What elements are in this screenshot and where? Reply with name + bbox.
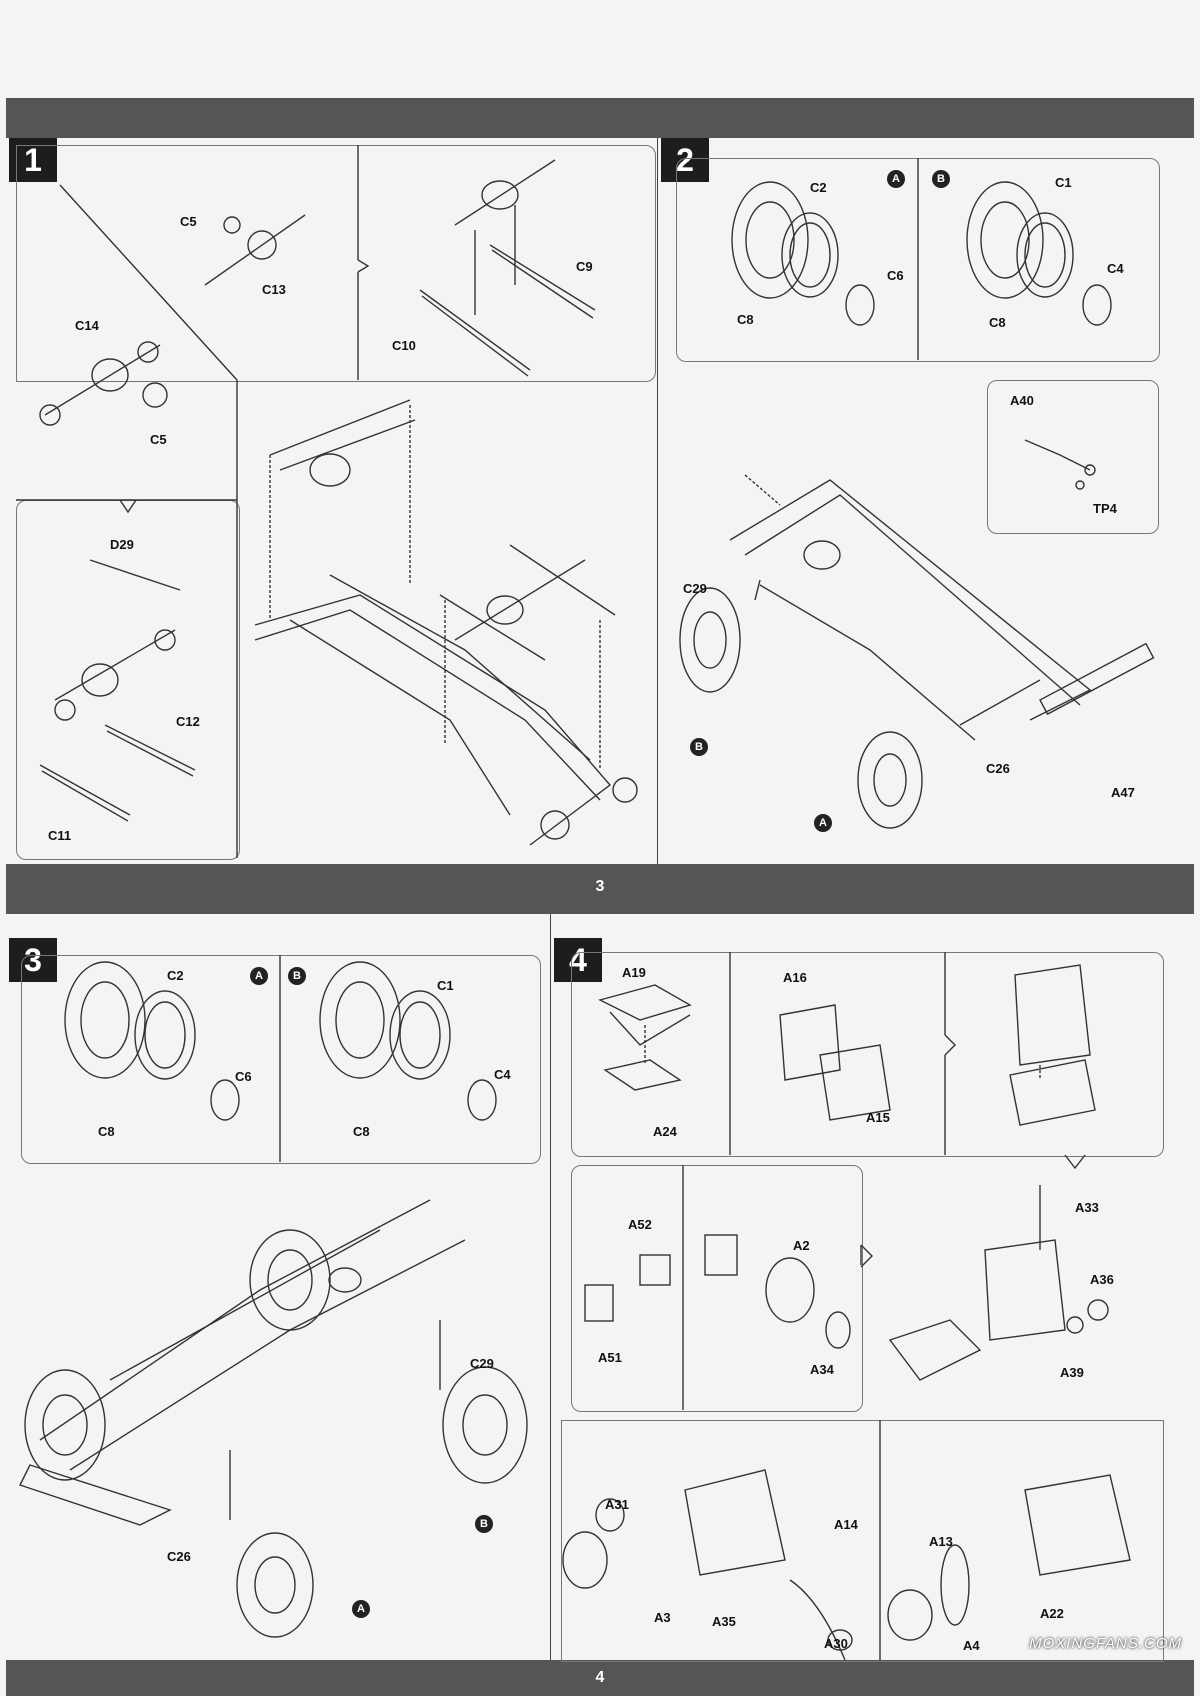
page-number-4: 4: [595, 1669, 605, 1686]
step1-top-panel: [16, 145, 656, 382]
label-step3-c8-b: C8: [353, 1124, 370, 1139]
label-a36: A36: [1090, 1272, 1114, 1287]
marker-a-step2-panel: A: [887, 170, 905, 188]
watermark: MOXINGFANS.COM: [1029, 1635, 1182, 1652]
label-c11: C11: [48, 828, 72, 843]
marker-a-step3-wheel: A: [352, 1600, 370, 1618]
label-step2-c29: C29: [683, 581, 707, 596]
label-c10: C10: [392, 338, 416, 353]
label-d29: D29: [110, 537, 134, 552]
label-a39: A39: [1060, 1365, 1084, 1380]
marker-b-step2-wheel: B: [690, 738, 708, 756]
marker-a-step2-wheel: A: [814, 814, 832, 832]
label-a4: A4: [963, 1638, 980, 1653]
label-step3-c8-a: C8: [98, 1124, 115, 1139]
label-step3-c4: C4: [494, 1067, 511, 1082]
label-a47: A47: [1111, 785, 1135, 800]
marker-b-step3-wheel: B: [475, 1515, 493, 1533]
label-a3: A3: [654, 1610, 671, 1625]
label-a15: A15: [866, 1110, 890, 1125]
label-c14: C14: [75, 318, 99, 333]
marker-b-step2-panel: B: [932, 170, 950, 188]
label-step2-c8-b: C8: [989, 315, 1006, 330]
bottom-page-band: 4: [6, 1660, 1194, 1696]
label-step2-c8-a: C8: [737, 312, 754, 327]
label-c9: C9: [576, 259, 593, 274]
label-step2-c2: C2: [810, 180, 827, 195]
label-a34: A34: [810, 1362, 834, 1377]
marker-b-step3-panel: B: [288, 967, 306, 985]
middle-page-band: 3: [6, 864, 1194, 914]
label-a33: A33: [1075, 1200, 1099, 1215]
label-a13: A13: [929, 1534, 953, 1549]
label-step3-c2: C2: [167, 968, 184, 983]
label-c13: C13: [262, 282, 286, 297]
label-tp4: TP4: [1093, 501, 1117, 516]
label-step3-c29: C29: [470, 1356, 494, 1371]
label-a19: A19: [622, 965, 646, 980]
step1-step2-divider: [657, 138, 658, 864]
step-3-number: 3: [9, 938, 57, 982]
top-header-band: [6, 98, 1194, 138]
label-step2-c1: C1: [1055, 175, 1072, 190]
label-a52: A52: [628, 1217, 652, 1232]
step2-detail-panel: [987, 380, 1159, 534]
marker-a-step3-panel: A: [250, 967, 268, 985]
step4-bottom-panel: [561, 1420, 1164, 1662]
label-a14: A14: [834, 1517, 858, 1532]
label-a24: A24: [653, 1124, 677, 1139]
label-a16: A16: [783, 970, 807, 985]
step4-mid-panel: [571, 1165, 863, 1412]
label-c12: C12: [176, 714, 200, 729]
label-a2: A2: [793, 1238, 810, 1253]
label-step3-c1: C1: [437, 978, 454, 993]
label-a22: A22: [1040, 1606, 1064, 1621]
label-step2-c26: C26: [986, 761, 1010, 776]
label-step2-c6: C6: [887, 268, 904, 283]
label-a40: A40: [1010, 393, 1034, 408]
label-c5-bottom: C5: [150, 432, 167, 447]
label-a31: A31: [605, 1497, 629, 1512]
step3-step4-divider: [550, 914, 551, 1660]
page-number-3: 3: [595, 878, 605, 895]
label-a51: A51: [598, 1350, 622, 1365]
label-step2-c4: C4: [1107, 261, 1124, 276]
label-step3-c6: C6: [235, 1069, 252, 1084]
label-step3-c26: C26: [167, 1549, 191, 1564]
step4-top-panel: [571, 952, 1164, 1157]
step3-wheel-panel: [21, 955, 541, 1164]
label-c5-top: C5: [180, 214, 197, 229]
label-a35: A35: [712, 1614, 736, 1629]
label-a30: A30: [824, 1636, 848, 1651]
